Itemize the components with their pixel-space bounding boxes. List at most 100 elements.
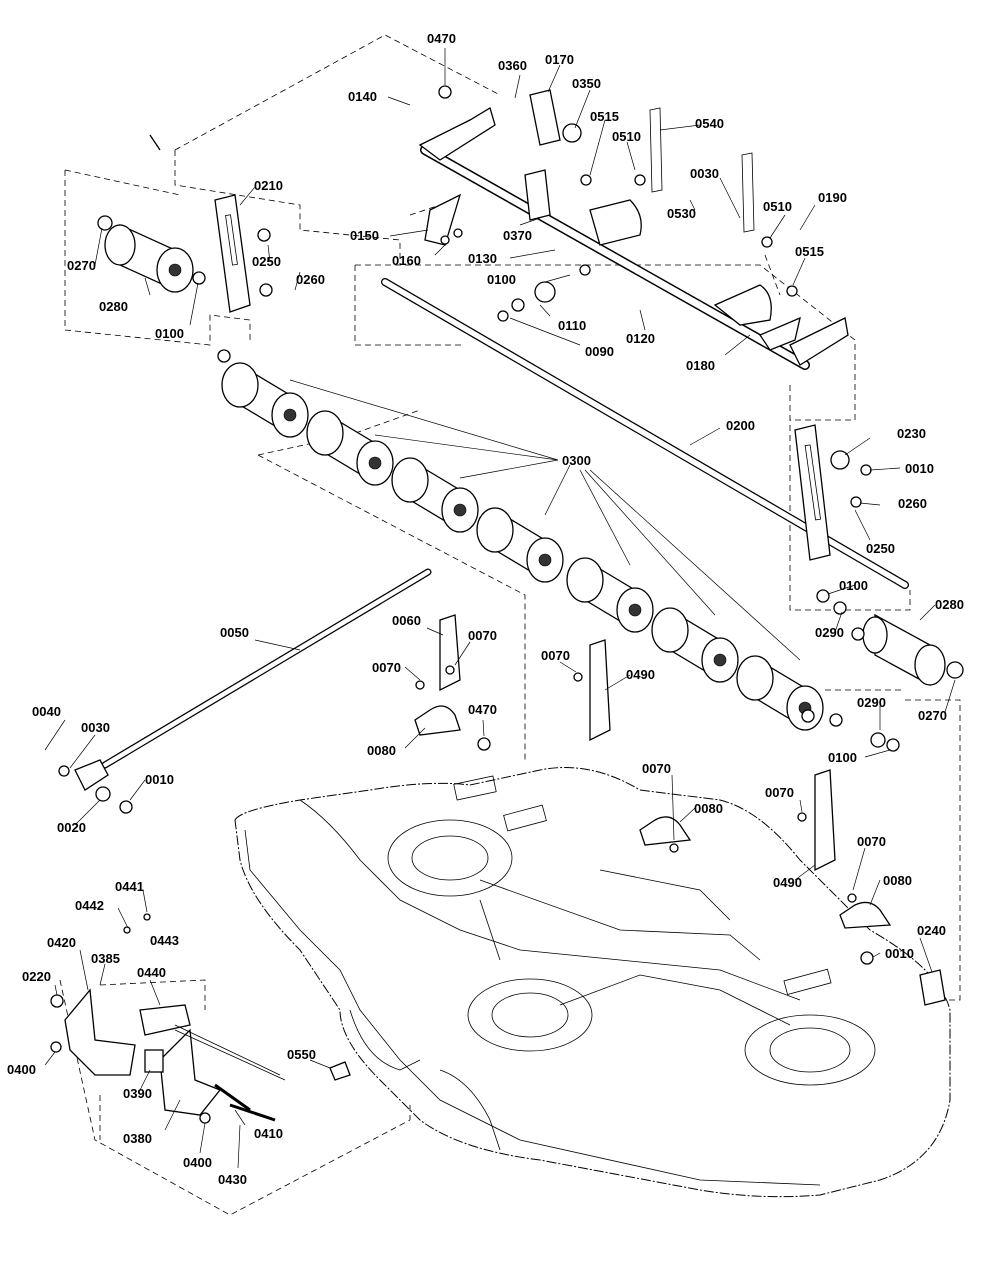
callout-0390: 0390 — [123, 1086, 152, 1101]
bracket-0490b — [814, 769, 836, 872]
gauge-wheel-right-0280 — [862, 613, 946, 687]
callout-0090: 0090 — [585, 344, 614, 359]
clamp-0080b — [639, 816, 692, 846]
callout-0070-b: 0070 — [372, 660, 401, 675]
callout-0010-deck: 0010 — [885, 946, 914, 961]
callout-0440: 0440 — [137, 965, 166, 980]
bracket-0210 — [214, 194, 251, 313]
callout-0290-lower: 0290 — [857, 695, 886, 710]
bracket-0490a — [589, 639, 611, 742]
leader-lines — [44, 48, 956, 1169]
callout-0441: 0441 — [115, 879, 144, 894]
callout-0385: 0385 — [91, 951, 120, 966]
callout-0100-lower: 0100 — [828, 750, 857, 765]
callout-0300: 0300 — [562, 453, 591, 468]
roller — [566, 557, 654, 633]
roller — [651, 607, 739, 683]
clamp-0080c — [839, 901, 892, 929]
callout-0120: 0120 — [626, 331, 655, 346]
callout-0510-top: 0510 — [612, 129, 641, 144]
hardware — [50, 85, 964, 1124]
gauge-wheel-left-0280 — [104, 223, 194, 293]
callout-0380: 0380 — [123, 1131, 152, 1146]
lift-rod-0050 — [74, 568, 432, 791]
roller — [736, 655, 824, 731]
callout-0490-a: 0490 — [626, 667, 655, 682]
callout-0515-right: 0515 — [795, 244, 824, 259]
bracket-0060 — [439, 614, 461, 692]
callout-0350: 0350 — [572, 76, 601, 91]
roller — [221, 362, 309, 438]
callout-0080-a: 0080 — [367, 743, 396, 758]
callout-0080-c: 0080 — [883, 873, 912, 888]
mower-deck — [234, 767, 951, 1198]
callout-0110: 0110 — [558, 318, 586, 333]
callout-0280-right: 0280 — [935, 597, 964, 612]
callout-0030-top: 0030 — [690, 166, 719, 181]
height-adjust-assembly — [64, 988, 351, 1122]
callout-0150: 0150 — [350, 228, 379, 243]
callout-0530: 0530 — [667, 206, 696, 221]
roller — [476, 507, 564, 583]
callout-0550: 0550 — [287, 1047, 316, 1062]
callout-0070-d: 0070 — [642, 761, 671, 776]
callout-0240: 0240 — [917, 923, 946, 938]
callout-0100-left: 0100 — [155, 326, 184, 341]
callout-0410: 0410 — [254, 1126, 283, 1141]
callout-0180: 0180 — [686, 358, 715, 373]
callout-0490-b: 0490 — [773, 875, 802, 890]
callout-0470-mid: 0470 — [468, 702, 497, 717]
clamp-0080a — [414, 705, 461, 736]
callout-0230: 0230 — [897, 426, 926, 441]
callout-0080-b: 0080 — [694, 801, 723, 816]
callout-0070-a: 0070 — [468, 628, 497, 643]
callout-0070-e: 0070 — [765, 785, 794, 800]
callout-0290-upper: 0290 — [815, 625, 844, 640]
callout-0260-right: 0260 — [898, 496, 927, 511]
callout-0170: 0170 — [545, 52, 574, 67]
callout-0100-mid: 0100 — [487, 272, 516, 287]
rollers-0300 — [221, 362, 824, 731]
callout-0442: 0442 — [75, 898, 104, 913]
callout-0220: 0220 — [22, 969, 51, 984]
callout-0400-left: 0400 — [7, 1062, 36, 1077]
callout-0430: 0430 — [218, 1172, 247, 1187]
callout-0100-right: 0100 — [839, 578, 868, 593]
brackets — [149, 89, 946, 1006]
callout-0443: 0443 — [150, 933, 179, 948]
callout-0020: 0020 — [57, 820, 86, 835]
callout-0280-left: 0280 — [99, 299, 128, 314]
callout-0370: 0370 — [503, 228, 532, 243]
callout-0540: 0540 — [695, 116, 724, 131]
callout-0270-right: 0270 — [918, 708, 947, 723]
lift-shaft-0180 — [418, 107, 849, 370]
callout-0190: 0190 — [818, 190, 847, 205]
callout-0130: 0130 — [468, 251, 497, 266]
roller — [391, 457, 479, 533]
roller — [306, 410, 394, 486]
callout-0140: 0140 — [348, 89, 377, 104]
chains-0540 — [649, 107, 755, 233]
callout-0270-left: 0270 — [67, 258, 96, 273]
callout-0250-right: 0250 — [866, 541, 895, 556]
callout-0515-top: 0515 — [590, 109, 619, 124]
callout-0160: 0160 — [392, 253, 421, 268]
callout-0360: 0360 — [498, 58, 527, 73]
callout-0250-left: 0250 — [252, 254, 281, 269]
callout-0060: 0060 — [392, 613, 421, 628]
callout-0040: 0040 — [32, 704, 61, 719]
callout-0210: 0210 — [254, 178, 283, 193]
callout-0050: 0050 — [220, 625, 249, 640]
callout-labels: 0470 0360 0170 0350 0140 0515 0540 0510 … — [7, 31, 964, 1187]
callout-0200: 0200 — [726, 418, 755, 433]
callout-0070-f: 0070 — [857, 834, 886, 849]
callout-0420: 0420 — [47, 935, 76, 950]
callout-0400-bottom: 0400 — [183, 1155, 212, 1170]
callout-0070-c: 0070 — [541, 648, 570, 663]
callout-0010-left: 0010 — [145, 772, 174, 787]
callout-0010-right: 0010 — [905, 461, 934, 476]
callout-0470-top: 0470 — [427, 31, 456, 46]
callout-0510-right: 0510 — [763, 199, 792, 214]
callout-0030-left: 0030 — [81, 720, 110, 735]
